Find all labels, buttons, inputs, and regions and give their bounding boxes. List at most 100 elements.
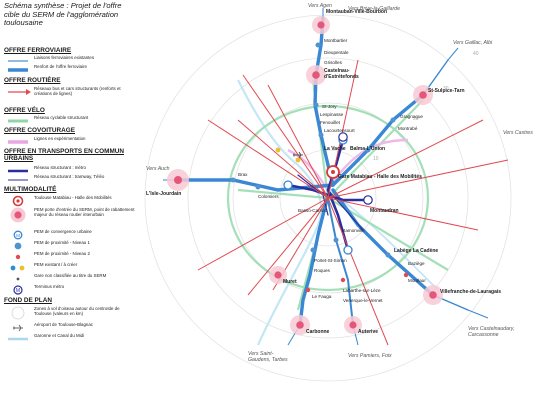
legend-item-metro-terminus: M Terminus métro — [4, 284, 138, 296]
pem-proximity — [230, 42, 409, 293]
label-balma: Balma-L'Union — [350, 146, 385, 152]
dir-st-gaudens-2: Gaudens, Tarbes — [248, 357, 288, 363]
pem-gateway-icon — [10, 207, 26, 223]
station-other-icon — [16, 277, 20, 281]
label-villefranche: Villefranche-de-Lauragais — [440, 289, 501, 295]
dir-castres: Vers Castres — [503, 130, 533, 136]
legend-item-tram: Réseau structurant : tramway, Téléo — [4, 174, 138, 186]
zone-rings — [144, 14, 512, 382]
matabiau-hub-icon — [326, 165, 340, 179]
metro-line-icon — [8, 169, 28, 173]
carpool-line-icon — [8, 140, 28, 144]
carpool-line — [287, 138, 409, 193]
legend-item-matabiau: Toulouse Matabiau - Halle des Mobilités — [4, 195, 138, 207]
bike-network-icon — [8, 119, 28, 123]
rail-existing-icon — [8, 60, 28, 62]
label-le-fauga: Le Fauga — [312, 294, 332, 299]
label-isle-jourdain: L'Isle-Jourdain — [146, 191, 181, 197]
legend-item-river: Garonne et Canal du Midi — [4, 333, 138, 345]
zone-ring-icon — [11, 306, 25, 320]
dir-st-gaudens: Vers Saint- — [248, 351, 274, 357]
label-st-sulpice: St-Sulpice-Tarn — [428, 88, 465, 94]
label-portet: Portet-St-Simon — [314, 258, 347, 263]
map-title: Schéma synthèse : Projet de l'offre cibl… — [4, 1, 122, 28]
legend-item-pem-gateway: PEM porte d'entrée du SERM, point de rab… — [4, 207, 138, 225]
label-lacourtensourt: Lacourtensourt — [324, 128, 355, 133]
airplane-icon — [13, 324, 23, 332]
label-carbonne: Carbonne — [306, 329, 330, 335]
label-grisolles: Grisolles — [324, 60, 343, 65]
zone-40: 40 — [473, 51, 479, 57]
rail-reinforced-icon — [8, 68, 28, 72]
dir-castelnaudary: Vers Castelnaudary, — [468, 326, 514, 332]
legend-heading-urban: OFFRE EN TRANSPORTS EN COMMUN URBAINS — [4, 148, 125, 163]
label-ramonville: Ramonville — [342, 228, 365, 233]
label-venerque: Venerque-le-Vernet — [343, 298, 383, 303]
dir-agen: Vers Agen — [308, 3, 332, 9]
river-icon — [8, 337, 28, 341]
bus-network-icon — [8, 89, 31, 95]
label-auterive: Auterive — [358, 329, 378, 335]
legend-item-pem-existing: PEM existant / à créer — [4, 262, 138, 274]
label-montbartier: Montbartier — [324, 38, 348, 43]
bus-network — [197, 59, 509, 346]
label-st-jory: St-Jory — [322, 104, 337, 109]
pem-urban-icon: M — [13, 230, 23, 240]
label-roquemaure: Gragnague — [400, 114, 423, 119]
legend-heading-background: FOND DE PLAN — [4, 297, 52, 304]
legend-item-rail-reinforced: Renfort de l'offre ferroviaire — [4, 64, 138, 76]
pem-level2-icon — [15, 254, 21, 260]
zone-20: 20 — [413, 116, 419, 122]
label-labege: Labège La Cadène — [394, 248, 438, 254]
garonne-river — [237, 79, 323, 346]
legend-item-metro: Réseau structurant : métro — [4, 165, 138, 177]
legend-heading-bike: OFFRE VÉLO — [4, 107, 45, 114]
pem-level1-icon — [14, 242, 22, 250]
dir-pamiers: Vers Pamiers, Foix — [348, 353, 392, 359]
label-muret: Muret — [283, 279, 297, 285]
label-montaudran: Montaudran — [370, 208, 399, 214]
legend-item-carpool: Lignes en expérimentation — [4, 136, 138, 148]
legend-heading-carpool: OFFRE COVOITURAGE — [4, 127, 76, 134]
legend-panel: Schéma synthèse : Projet de l'offre cibl… — [0, 0, 138, 400]
network-map: Montauban-Ville-Bourbon Castelnau- d'Est… — [138, 0, 551, 400]
legend-item-airport: Aéroport de Toulouse-Blagnac — [4, 322, 138, 334]
label-brax: Brax — [238, 172, 248, 177]
metro-terminus — [338, 132, 373, 205]
dir-gaillac: Vers Gaillac, Albi — [453, 40, 493, 46]
svg-text:M: M — [16, 288, 20, 294]
label-la-vache: La Vache — [324, 146, 346, 152]
dir-auch: Vers Auch — [146, 166, 170, 172]
zone-10: 10 — [373, 156, 379, 162]
label-labarthe: Labarthe-sur-Lèze — [343, 288, 381, 293]
label-montauban: Montauban-Ville-Bourbon — [326, 9, 387, 15]
pem-existing-icon — [10, 265, 25, 271]
legend-item-zones: Zones à vol d'oiseau autour du centroïde… — [4, 306, 138, 322]
label-roques: Roques — [314, 268, 331, 273]
legend-heading-road: OFFRE ROUTIÈRE — [4, 77, 61, 84]
legend-item-pem-level2: PEM de proximité - Niveau 2 — [4, 251, 138, 263]
label-dieupentale: Dieupentale — [324, 50, 349, 55]
legend-heading-multimodal: MULTIMODALITÉ — [4, 186, 57, 193]
label-lespinasse: Lespinasse — [320, 112, 344, 117]
legend-item-rail-existing: Liaisons ferroviaires existantes — [4, 55, 138, 67]
zone-30: 30 — [443, 86, 449, 92]
label-montastruc: Montrabé — [398, 126, 418, 131]
legend-heading-rail: OFFRE FERROVIAIRE — [4, 47, 72, 54]
tram-line-icon — [8, 179, 28, 181]
legend-item-bike: Réseau cyclable structurant — [4, 115, 138, 127]
legend-item-station-other: Gare non classifiée au titre du SERM — [4, 273, 138, 285]
label-colomiers: Colomiers — [258, 194, 279, 199]
label-castelnau-2: d'Estrétefonds — [324, 74, 359, 80]
dir-castelnaudary-2: Carcassonne — [468, 332, 499, 338]
matabiau-hub-icon — [12, 195, 24, 207]
label-montlaur: Montlaur — [408, 278, 426, 283]
metro-terminus-icon: M — [13, 285, 23, 295]
legend-item-bus: Réseaux bus et cars structurants (renfor… — [4, 86, 138, 98]
label-basso-cambo: Basso-Cambo — [298, 208, 328, 213]
airport-icon — [293, 151, 303, 159]
label-fenouillet: Fenouillet — [320, 120, 341, 125]
legend-item-pem-level1: PEM de proximité - Niveau 1 — [4, 240, 138, 252]
legend-item-pem-urban: M PEM de convergence urbaine — [4, 229, 138, 241]
map-canvas: Montauban-Ville-Bourbon Castelnau- d'Est… — [144, 3, 533, 382]
